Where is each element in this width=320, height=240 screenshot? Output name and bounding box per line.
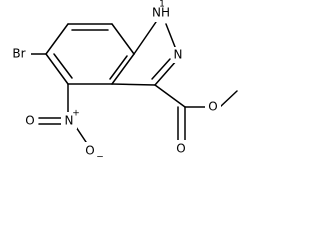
atom-label-nitro-o-bottom: O xyxy=(85,144,94,158)
atom-label-carbonyl-o: O xyxy=(176,142,185,156)
atom-label-nitro-n-charge: + xyxy=(72,109,80,119)
ring-bond-right-lower-inner xyxy=(109,55,128,80)
ring-bond-left-upper xyxy=(45,23,69,55)
ring-bond-right-lower xyxy=(111,53,135,85)
ring-bond-left-lower xyxy=(45,53,69,85)
molecule-svg: NH 1 N Br N + O O − O O xyxy=(12,0,238,163)
atom-label-n2: N xyxy=(174,48,183,62)
atom-label-nitro-o-top: O xyxy=(25,114,34,128)
atom-label-nh: NH xyxy=(152,6,170,20)
ring-bond-left-lower-inner xyxy=(53,53,73,79)
pyrazole-bond-c7a-n1 xyxy=(133,21,157,55)
pyrazole-bond-c3-c3a xyxy=(111,83,156,86)
methyl-bond xyxy=(219,90,238,108)
ester-c3-bond xyxy=(154,84,186,108)
atom-label-nitro-n: N xyxy=(65,114,74,128)
atom-label-nitro-o-charge: − xyxy=(96,153,104,163)
atom-label-br: Br xyxy=(12,47,25,61)
atom-label-ester-o: O xyxy=(208,100,217,114)
chemical-structure-diagram: NH 1 N Br N + O O − O O xyxy=(12,0,238,163)
ring-bond-right-upper xyxy=(111,23,135,55)
pyrazole-bond-n2-c3-inner xyxy=(151,58,171,80)
atom-label-nh-number: 1 xyxy=(159,0,165,10)
pyrazole-bond-n2-c3 xyxy=(154,59,178,86)
